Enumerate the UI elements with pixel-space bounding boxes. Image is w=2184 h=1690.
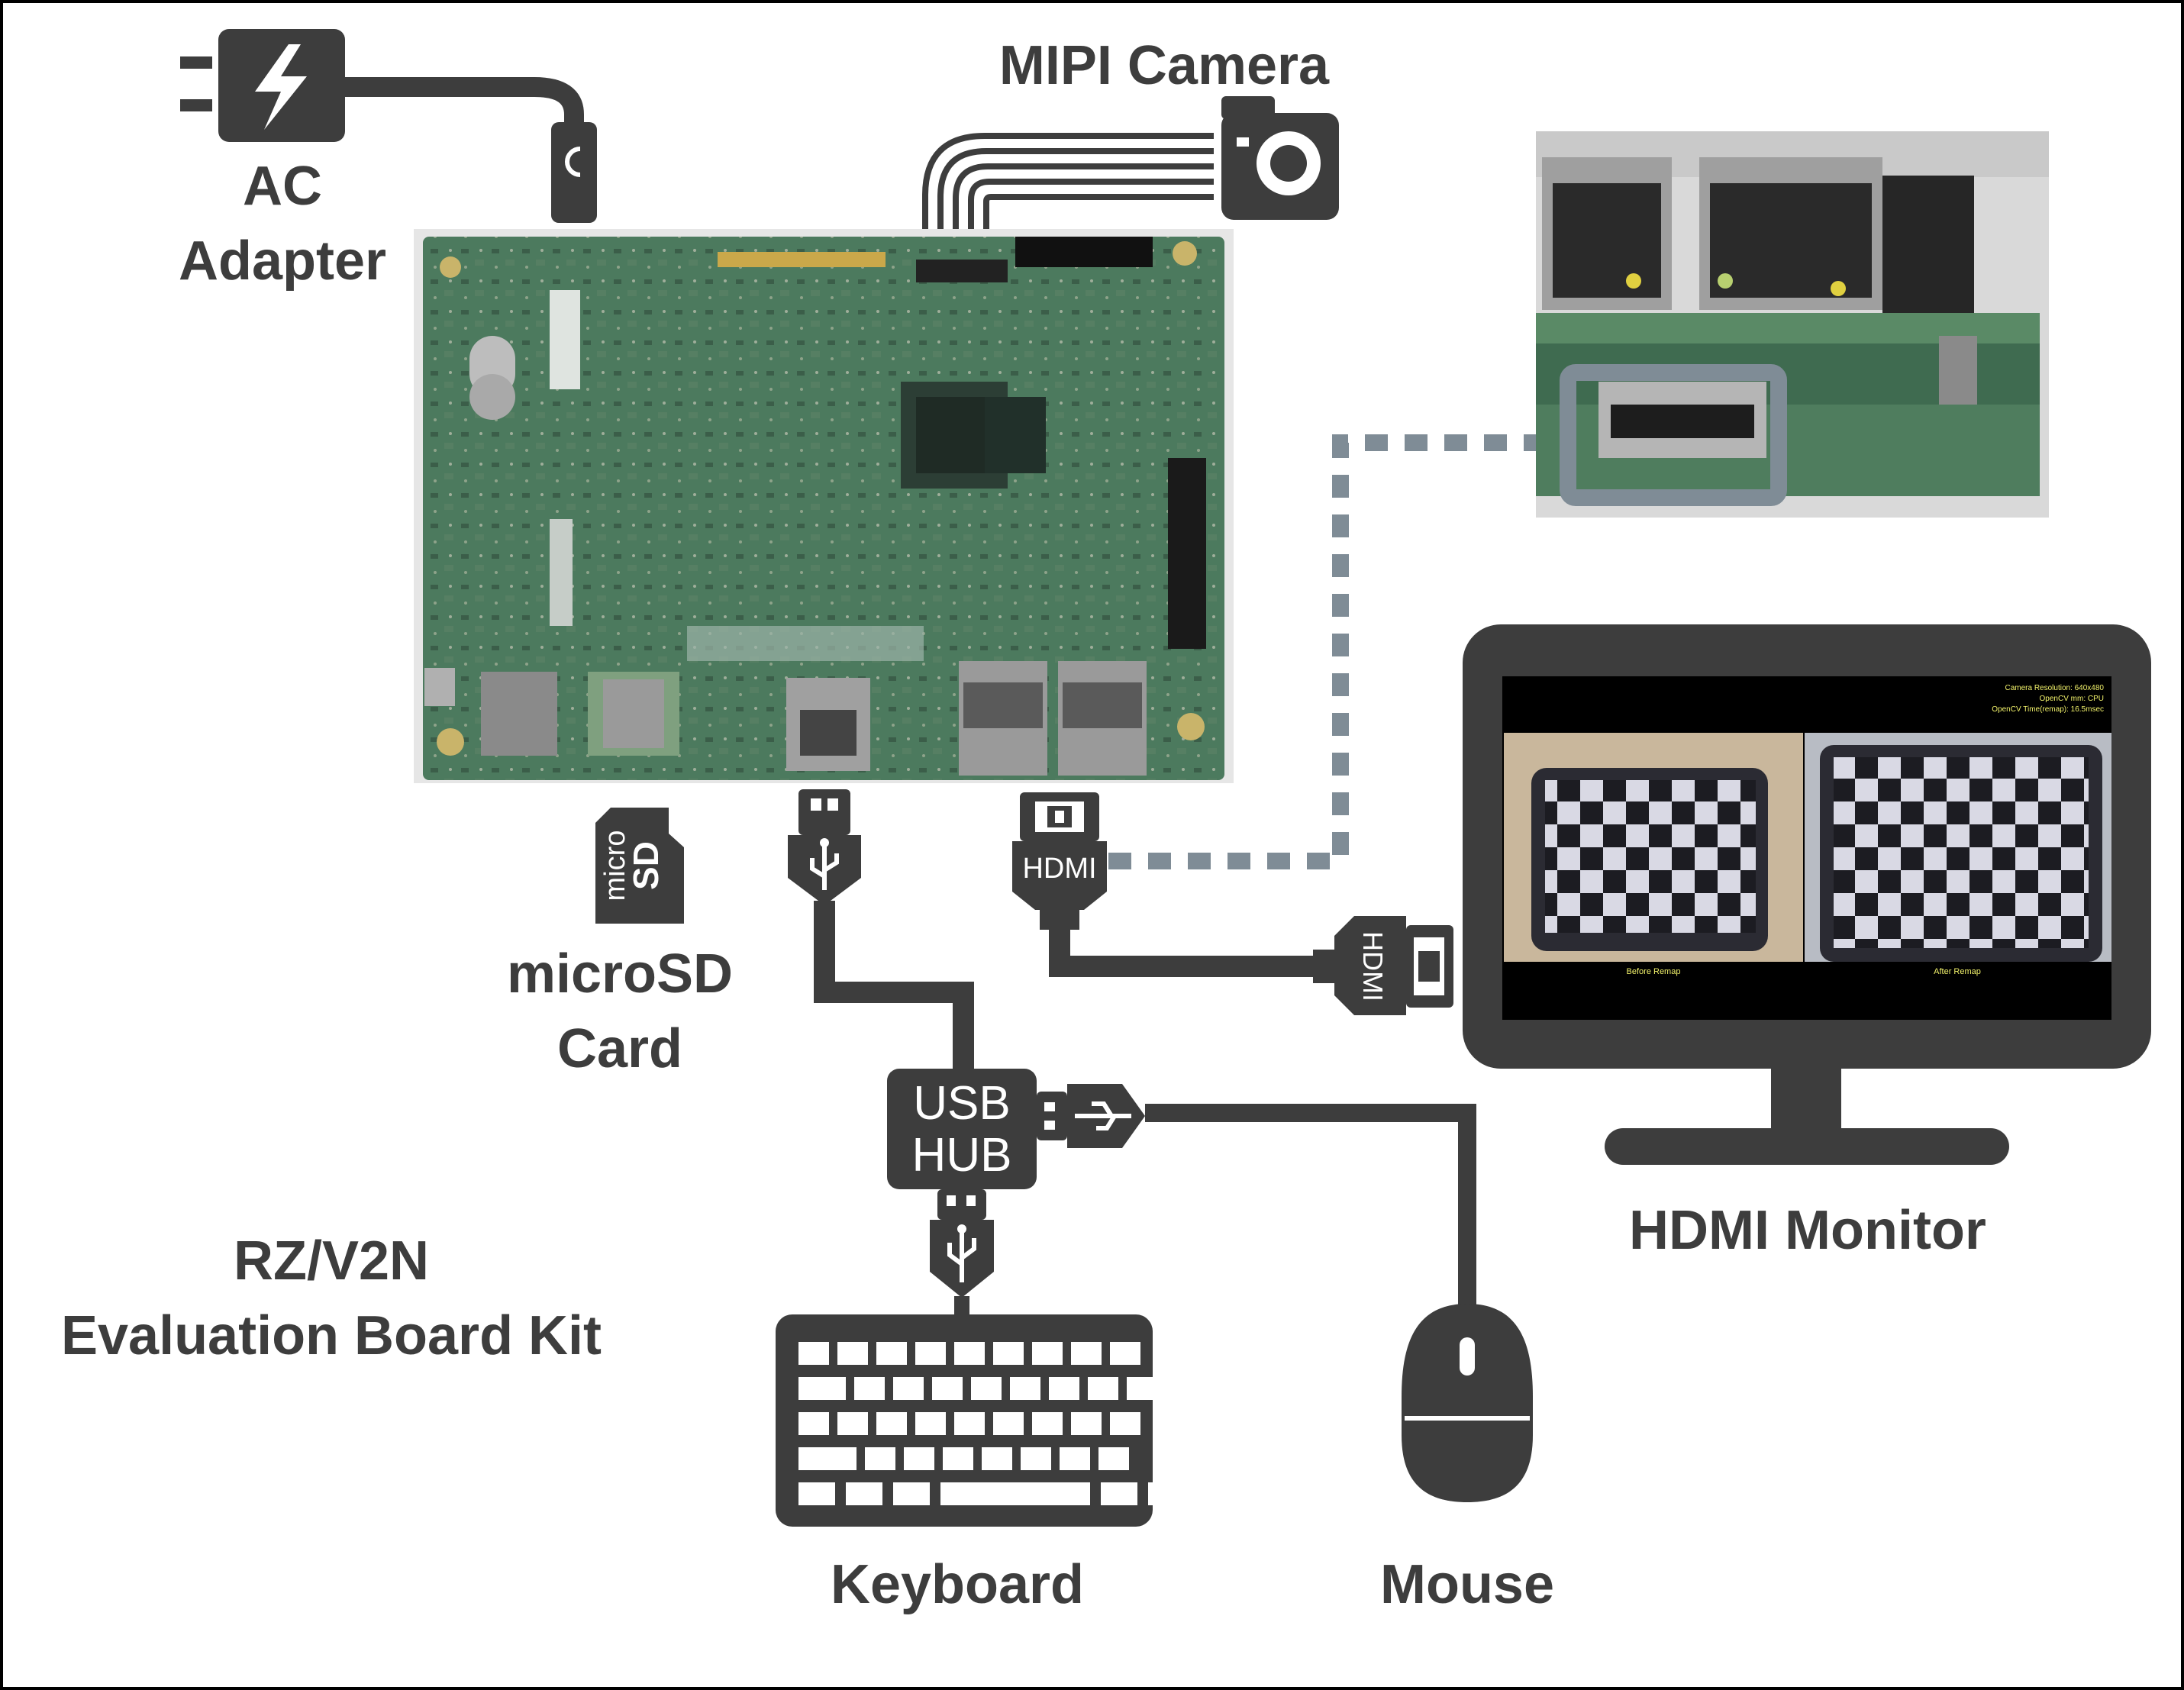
keyboard-key xyxy=(1021,1447,1051,1470)
keyboard-key xyxy=(971,1377,1002,1400)
keyboard-key xyxy=(1032,1412,1063,1435)
screen-info-3: OpenCV Time(remap): 16.5msec xyxy=(1992,705,2104,714)
ac-adapter-label-1: AC xyxy=(243,156,322,217)
keyboard-key xyxy=(865,1447,895,1470)
mouse-label: Mouse xyxy=(1380,1554,1554,1615)
keyboard-key xyxy=(1010,1377,1040,1400)
hdmi-cable xyxy=(1049,928,1315,977)
keyboard-key xyxy=(1110,1342,1140,1365)
keyboard-key xyxy=(1071,1342,1102,1365)
hdmi-monitor-icon xyxy=(1463,624,2151,1165)
keyboard-key xyxy=(932,1377,963,1400)
microsd-icon-text-1: micro xyxy=(599,830,631,901)
microsd-card-icon: micro SD xyxy=(595,808,684,924)
keyboard-key xyxy=(943,1447,973,1470)
keyboard-key xyxy=(876,1342,907,1365)
keyboard-key xyxy=(798,1447,857,1470)
keyboard-key xyxy=(798,1342,829,1365)
keyboard-key xyxy=(993,1342,1024,1365)
usb-plug-to-mouse-icon xyxy=(1037,1084,1145,1148)
keyboard-key xyxy=(1060,1447,1090,1470)
ac-adapter-label-2: Adapter xyxy=(179,231,386,292)
mipi-ribbon-cable xyxy=(922,133,1214,260)
hdmi-plug-monitor-label: HDMI xyxy=(1357,931,1389,1001)
usb-hub-label-2: HUB xyxy=(912,1129,1012,1182)
usb-hub-icon xyxy=(887,1069,1037,1189)
camera-icon xyxy=(1221,96,1339,220)
keyboard-label: Keyboard xyxy=(831,1554,1084,1615)
microsd-icon-text-2: SD xyxy=(626,841,666,890)
keyboard-key xyxy=(1049,1377,1079,1400)
keyboard-key xyxy=(1032,1342,1063,1365)
board-title-1: RZ/V2N xyxy=(234,1230,429,1292)
keyboard-key xyxy=(798,1377,846,1400)
keyboard-key xyxy=(837,1412,868,1435)
hdmi-port-photo xyxy=(1536,131,2049,518)
hdmi-monitor-label: HDMI Monitor xyxy=(1629,1200,1986,1261)
keyboard-key xyxy=(904,1447,934,1470)
keyboard-key xyxy=(940,1482,1090,1505)
hdmi-plug-label: HDMI xyxy=(1022,853,1096,885)
microsd-label-2: Card xyxy=(557,1018,682,1079)
keyboard-key xyxy=(846,1482,882,1505)
usb-a-plug-icon xyxy=(788,789,861,905)
usb-cable-board-hub xyxy=(814,901,974,1069)
dotted-hdmi-link xyxy=(1108,434,1550,869)
keyboard-key xyxy=(915,1412,946,1435)
keyboard-key xyxy=(1088,1377,1118,1400)
screen-caption-left: Before Remap xyxy=(1627,967,1681,976)
keyboard-icon xyxy=(776,1314,1185,1527)
keyboard-key xyxy=(1127,1377,1157,1400)
keyboard-key xyxy=(876,1412,907,1435)
evaluation-board-photo xyxy=(414,229,1234,783)
keyboard-key xyxy=(798,1412,829,1435)
keyboard-key xyxy=(954,1412,985,1435)
keyboard-key xyxy=(798,1482,835,1505)
usb-hub-label-1: USB xyxy=(913,1077,1010,1130)
board-title-2: Evaluation Board Kit xyxy=(61,1305,602,1366)
keyboard-key xyxy=(1101,1482,1137,1505)
keyboard-key xyxy=(1098,1447,1129,1470)
hdmi-plug-icon xyxy=(1012,792,1107,930)
screen-caption-right: After Remap xyxy=(1934,967,1981,976)
keyboard-key xyxy=(1071,1412,1102,1435)
mipi-camera-label: MIPI Camera xyxy=(999,35,1330,96)
keyboard-key xyxy=(1148,1482,1185,1505)
keyboard-key xyxy=(982,1447,1012,1470)
keyboard-key xyxy=(893,1377,924,1400)
keyboard-key xyxy=(954,1342,985,1365)
microsd-label-1: microSD xyxy=(507,943,733,1005)
keyboard-key xyxy=(1110,1412,1140,1435)
keyboard-key xyxy=(915,1342,946,1365)
keyboard-key xyxy=(837,1342,868,1365)
keyboard-key xyxy=(893,1482,930,1505)
usb-cable-hub-mouse xyxy=(1145,1104,1476,1313)
usb-plug-to-keyboard-icon xyxy=(930,1189,994,1317)
ac-adapter-icon xyxy=(180,29,597,223)
screen-info-2: OpenCV mm: CPU xyxy=(2040,695,2104,703)
hdmi-plug-monitor-icon xyxy=(1313,916,1453,1015)
lightning-icon xyxy=(255,44,307,130)
keyboard-key xyxy=(854,1377,885,1400)
keyboard-key xyxy=(993,1412,1024,1435)
screen-info-1: Camera Resolution: 640x480 xyxy=(2005,684,2104,692)
mouse-icon xyxy=(1402,1304,1533,1502)
